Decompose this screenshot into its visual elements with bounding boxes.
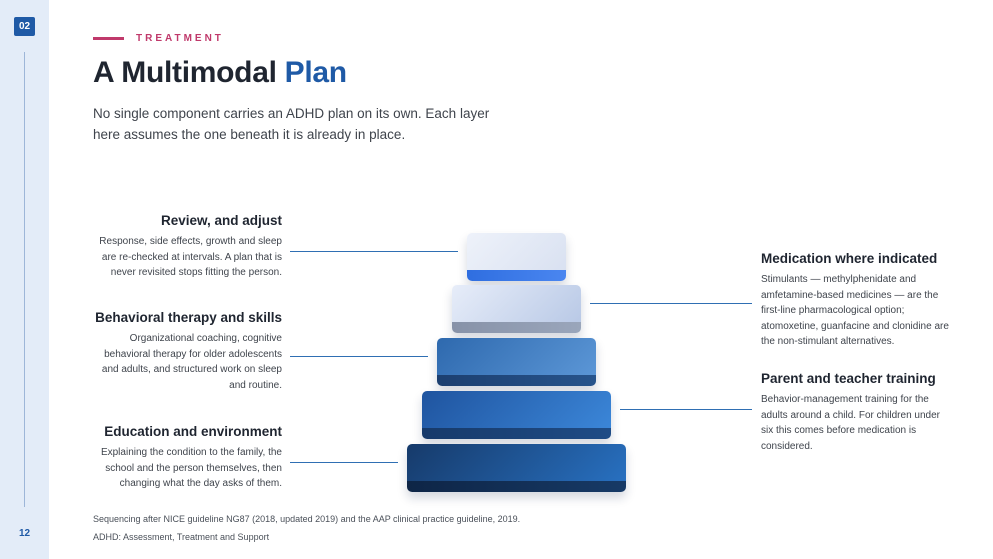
annotation-body: Behavior-management training for the adu…: [761, 394, 940, 452]
annotation-body: Stimulants — methylphenidate and amfetam…: [761, 274, 949, 347]
eyebrow-bar: [93, 37, 124, 40]
annotation-review: Review, and adjust Response, side effect…: [93, 212, 282, 281]
connector-education: [290, 462, 398, 463]
annotation-title: Review, and adjust: [160, 213, 282, 228]
left-rail: 02 12: [0, 0, 49, 559]
connector-behavioral: [290, 356, 428, 357]
connector-medication: [590, 303, 752, 304]
title-main: A Multimodal: [93, 56, 277, 89]
pyramid-step-education: [407, 444, 626, 492]
section-badge: 02: [14, 17, 35, 36]
annotation-title: Parent and teacher training: [761, 371, 936, 386]
annotation-title: Education and environment: [104, 424, 282, 439]
source-footnote: Sequencing after NICE guideline NG87 (20…: [93, 514, 521, 524]
annotation-education: Education and environment Explaining the…: [93, 423, 282, 492]
annotation-title: Medication where indicated: [761, 251, 938, 266]
annotation-medication: Medication where indicated Stimulants — …: [761, 250, 951, 350]
pyramid-step-behavioral: [437, 338, 596, 386]
annotation-behavioral: Behavioral therapy and skills Organizati…: [93, 309, 282, 393]
title-accent: Plan: [284, 56, 347, 89]
annotation-body: Response, side effects, growth and sleep…: [99, 236, 282, 278]
annotation-body: Organizational coaching, cognitive behav…: [101, 333, 282, 391]
page-number: 12: [18, 528, 31, 539]
page-title: A Multimodal Plan: [93, 56, 347, 90]
footer-title: ADHD: Assessment, Treatment and Support: [93, 532, 270, 542]
eyebrow: TREATMENT: [93, 33, 224, 44]
annotation-title: Behavioral therapy and skills: [95, 310, 282, 325]
connector-parent-teacher: [620, 409, 752, 410]
lede-paragraph: No single component carries an ADHD plan…: [93, 106, 490, 142]
annotation-body: Explaining the condition to the family, …: [100, 447, 282, 489]
connector-review: [290, 251, 458, 252]
pyramid-step-review: [467, 233, 566, 281]
pyramid-step-parent-teacher: [422, 391, 611, 439]
eyebrow-label: TREATMENT: [136, 33, 224, 44]
annotation-parent-teacher: Parent and teacher training Behavior-man…: [761, 370, 951, 454]
pyramid-step-medication: [452, 285, 581, 333]
rail-divider: [24, 52, 25, 507]
